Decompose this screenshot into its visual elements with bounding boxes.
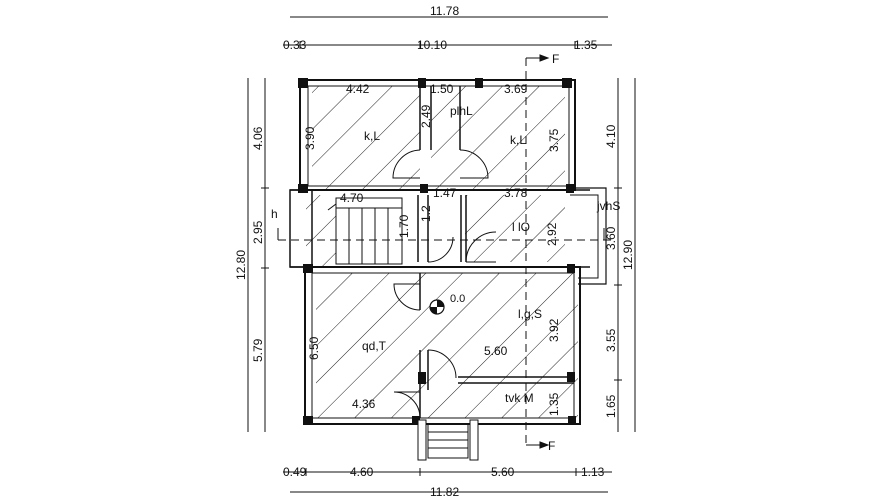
top-dimensions: 11.78 0.33 10.10 1.35 — [283, 4, 612, 52]
room-qdt-height: 6.50 — [307, 336, 321, 360]
dim-top-overall: 11.78 — [430, 4, 459, 18]
room-tvkm-height: 1.35 — [547, 392, 561, 416]
room-phl-label: plhL — [450, 104, 473, 118]
dim-bottom-a: 4.60 — [350, 465, 374, 479]
room-kl-left-width: 4.42 — [346, 82, 370, 96]
inner-dimension: 5.60 — [484, 344, 508, 358]
left-dimensions: 12.80 4.06 2.95 5.79 — [234, 78, 269, 432]
dim-top-left: 0.33 — [283, 38, 307, 52]
dim-right-lower: 3.55 — [604, 328, 618, 352]
room-lgs-height: 3.92 — [547, 318, 561, 342]
dim-bottom-overall: 11.82 — [430, 485, 459, 499]
dim-top-middle: 10.10 — [417, 38, 447, 52]
dim-left-bottom: 5.79 — [251, 338, 265, 362]
bottom-dimensions: 0.49 4.60 5.60 1.13 11.82 — [283, 465, 612, 499]
room-lio-width: 3.78 — [504, 186, 528, 200]
room-lgs-label: l,g,S — [518, 307, 542, 321]
dim-bottom-left: 0.49 — [283, 465, 307, 479]
room-lio-label: l lO — [512, 220, 530, 234]
dim-bottom-b: 5.60 — [491, 465, 515, 479]
dim-right-middle: 3.60 — [604, 226, 618, 250]
entrance-steps — [417, 419, 479, 461]
section-label-top: F — [552, 52, 559, 66]
level-value: 0.0 — [450, 293, 465, 305]
jvhs-label: jvhS — [596, 199, 620, 213]
section-label-bottom: F — [548, 439, 555, 453]
dim-right-bottom: 1.65 — [604, 394, 618, 418]
columns — [298, 78, 576, 425]
room-qdt-label: qd,T — [362, 339, 387, 353]
dim-right-top: 4.10 — [604, 124, 618, 148]
section-arrow-left: h — [271, 207, 278, 221]
room-kl-right-label: k,L — [510, 133, 526, 147]
dim-left-top: 4.06 — [251, 126, 265, 150]
room-kl-left-height: 3.90 — [303, 126, 317, 150]
level-marker — [429, 299, 445, 315]
dim-right-overall: 12.90 — [621, 240, 635, 270]
dim-left-middle: 2.95 — [251, 220, 265, 244]
stairs-width: 4.70 — [340, 191, 364, 205]
dim-top-right: 1.35 — [574, 38, 598, 52]
room-phl-height: 2.49 — [419, 104, 433, 128]
room-lio-height: 2.92 — [545, 222, 559, 246]
room-labels: 4.42 3.90 k,L 1.50 2.49 plhL 3.69 3.75 k… — [303, 82, 620, 416]
dim-left-overall: 12.80 — [234, 250, 248, 280]
room-hatching — [306, 86, 578, 418]
corridor-width: 1.47 — [433, 186, 457, 200]
stairs-height: 1.70 — [397, 214, 411, 238]
door-swings — [392, 149, 497, 419]
room-tvkm-label: tvk M — [505, 391, 534, 405]
right-dimensions: 12.90 4.10 3.60 3.55 1.65 — [604, 78, 636, 432]
stairs — [327, 197, 403, 265]
corridor-height: 1.2 — [419, 205, 433, 222]
room-phl-width: 1.50 — [430, 82, 454, 96]
room-kl-right-width: 3.69 — [504, 82, 528, 96]
bottom-room-width: 4.36 — [352, 397, 376, 411]
room-kl-left-label: k,L — [364, 129, 380, 143]
room-kl-right-height: 3.75 — [547, 128, 561, 152]
dim-bottom-right: 1.13 — [581, 465, 605, 479]
section-line-f — [277, 54, 612, 449]
